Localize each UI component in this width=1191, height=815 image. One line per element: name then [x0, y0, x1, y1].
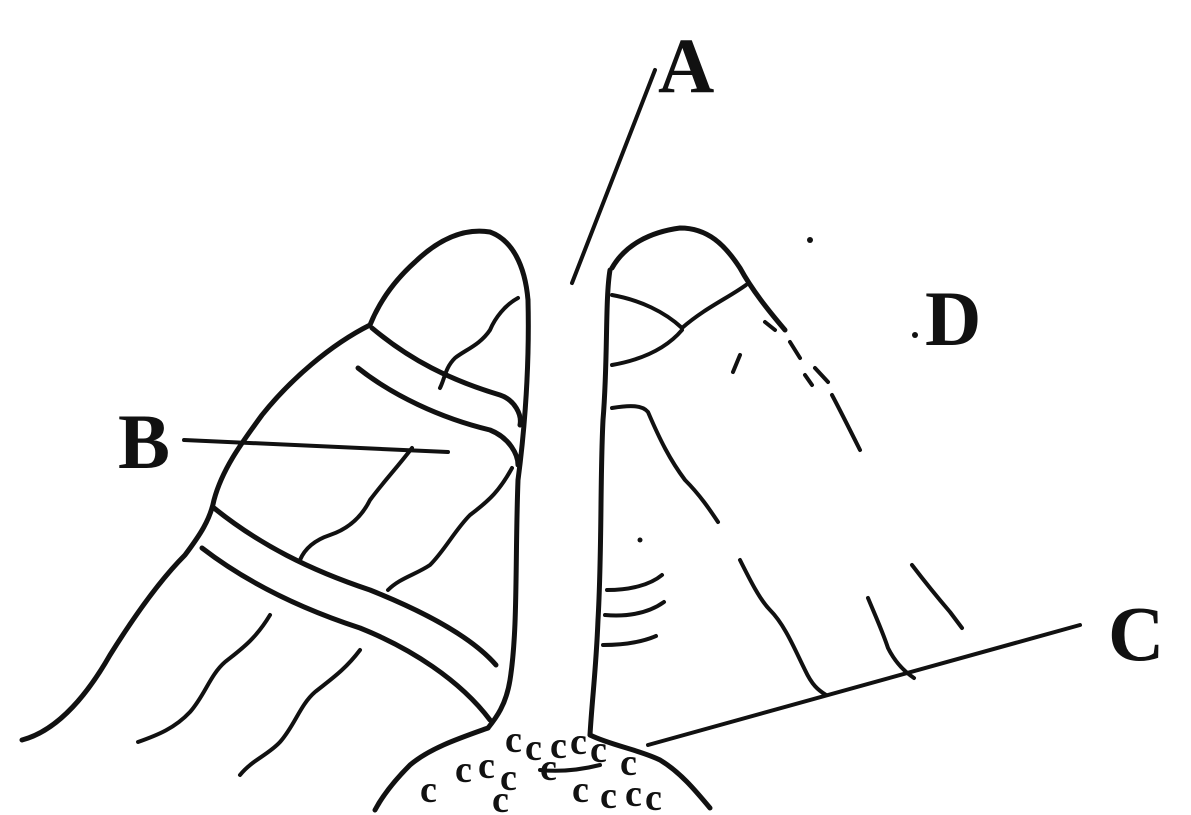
speckle: [807, 237, 813, 243]
sediment-glyph: c: [505, 719, 522, 761]
base-region: c c c c c c c c c c c c c c c c: [375, 719, 710, 815]
sediment-glyph: c: [620, 742, 637, 784]
right-arc-1: [607, 575, 662, 590]
right-caldera-curve-2: [612, 330, 682, 365]
sediment-glyph: c: [645, 777, 662, 815]
label-a-leader: [572, 70, 655, 283]
sediment-glyph: c: [540, 747, 557, 789]
sediment-glyph: c: [572, 769, 589, 811]
right-flank-outline-dashes: [790, 342, 860, 450]
label-c-leader: [648, 625, 1080, 745]
sediment-glyph: c: [590, 729, 607, 771]
lower-lava-band-bottom: [202, 548, 490, 720]
speckle: [912, 332, 918, 338]
right-arc-2: [605, 602, 664, 615]
sediment-glyph: c: [492, 779, 509, 815]
left-erosion-line-4: [138, 615, 270, 742]
left-erosion-line-2: [300, 448, 412, 560]
right-flank: [590, 228, 962, 735]
left-erosion-line-3: [388, 468, 512, 590]
label-b-leader: [184, 440, 448, 452]
right-crack-4: [912, 565, 962, 628]
left-erosion-line-1: [440, 298, 518, 388]
left-flank: [22, 231, 528, 775]
right-crack-2: [740, 560, 826, 695]
right-crack-5: [733, 322, 812, 385]
speckle: [638, 538, 643, 543]
left-erosion-line-5: [240, 650, 360, 775]
label-d: D: [925, 275, 981, 362]
sediment-glyph: c: [600, 775, 617, 815]
label-a: A: [658, 22, 714, 109]
right-caldera-curve-1: [612, 285, 746, 328]
label-b: B: [118, 398, 170, 485]
sediment-glyph: c: [455, 749, 472, 791]
left-flank-outline: [22, 231, 528, 740]
right-crack-3: [868, 598, 914, 678]
label-c: C: [1108, 590, 1164, 677]
sediment-glyph: c: [570, 721, 587, 763]
right-crack-1: [612, 406, 718, 522]
right-arc-3: [603, 636, 656, 645]
right-conduit-wall: [590, 270, 610, 735]
sediment-glyph: c: [420, 769, 437, 811]
